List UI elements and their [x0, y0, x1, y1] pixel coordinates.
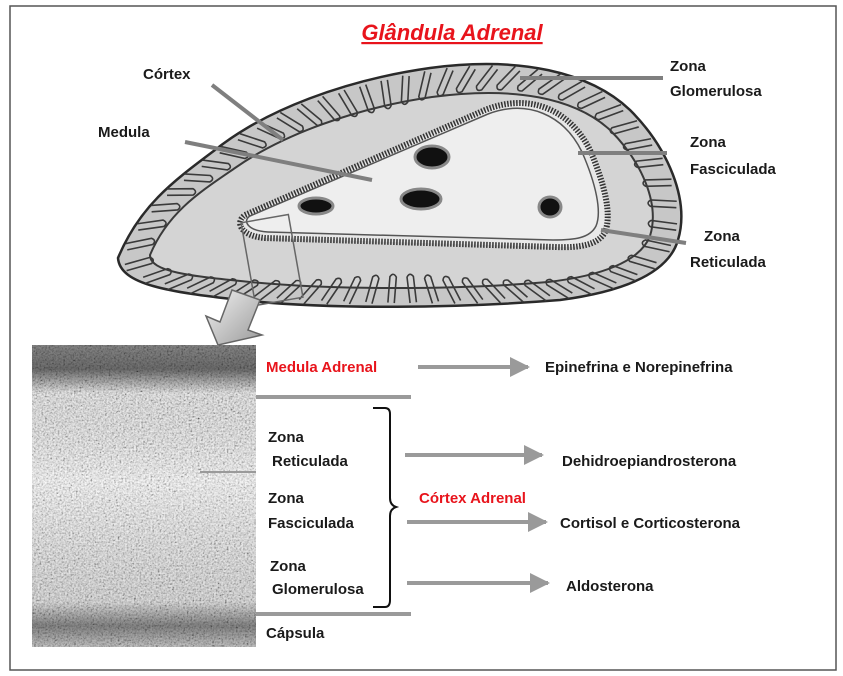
hormone-arrows	[405, 367, 548, 583]
hormone-medula: Epinefrina e Norepinefrina	[545, 359, 733, 376]
hist-zona-fasciculada-line1: Zona	[268, 490, 304, 507]
zoom-arrow	[206, 290, 262, 345]
hist-zona-glomerulosa-line1: Zona	[270, 558, 306, 575]
hormone-fasciculada: Cortisol e Corticosterona	[560, 515, 741, 532]
gland-body	[118, 64, 681, 307]
diagram-title: Glândula Adrenal	[361, 20, 543, 45]
zona-reticulada-line1: Zona	[704, 228, 740, 245]
hormone-glomerulosa: Aldosterona	[566, 578, 654, 595]
cortex-adrenal-label: Córtex Adrenal	[419, 490, 526, 507]
zona-reticulada-line2: Reticulada	[690, 254, 767, 271]
histology-image	[32, 345, 256, 647]
hist-zona-reticulada-line2: Reticulada	[272, 453, 349, 470]
hist-zona-reticulada-line1: Zona	[268, 429, 304, 446]
cortex-bracket	[373, 408, 396, 607]
zona-fasciculada-line2: Fasciculada	[690, 161, 777, 178]
medula-adrenal-label: Medula Adrenal	[266, 359, 377, 376]
hist-zona-glomerulosa-line2: Glomerulosa	[272, 581, 364, 598]
zona-glomerulosa-line1: Zona	[670, 58, 706, 75]
zona-glomerulosa-line2: Glomerulosa	[670, 83, 762, 100]
capsula-label: Cápsula	[266, 625, 325, 642]
zona-fasciculada-line1: Zona	[690, 134, 726, 151]
cortex-label: Córtex	[143, 66, 191, 83]
hormone-reticulada: Dehidroepiandrosterona	[562, 453, 737, 470]
hist-zona-fasciculada-line2: Fasciculada	[268, 515, 355, 532]
medula-label: Medula	[98, 124, 150, 141]
